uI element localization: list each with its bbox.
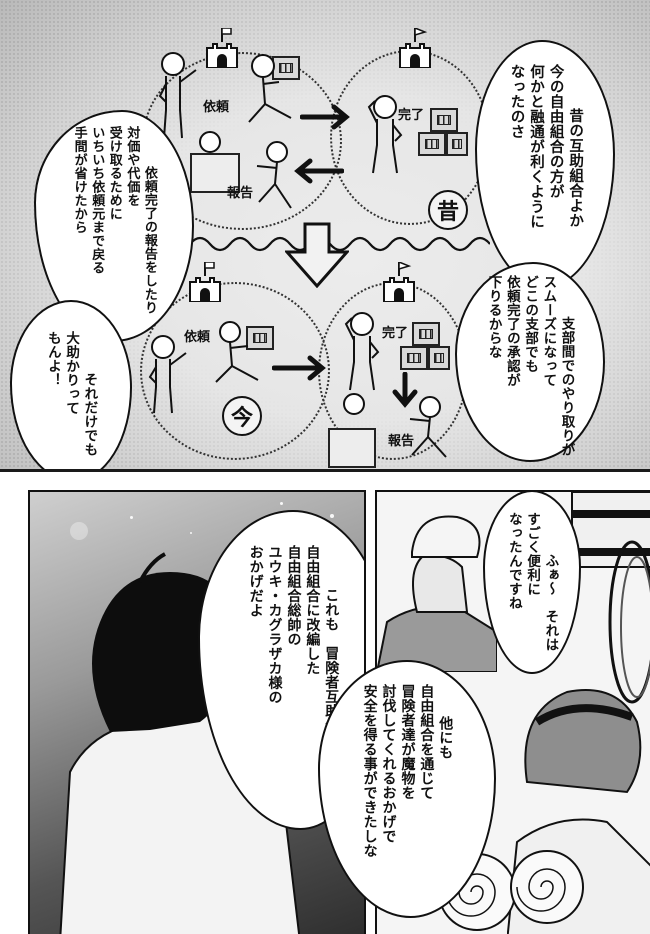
stick-figure-running-icon — [256, 141, 292, 209]
label-request-past: 依頼 — [203, 100, 230, 115]
sparkle — [190, 532, 192, 534]
arrow-right-icon — [300, 104, 350, 130]
stick-figure-pointing-icon — [148, 335, 187, 414]
crate-icon — [418, 132, 446, 156]
rope-coil-icon — [608, 540, 650, 704]
castle-icon — [383, 262, 415, 302]
speech-bubble-big-help: それだけでも大助かりってもんよ！ — [10, 300, 132, 469]
crate-icon — [430, 108, 458, 132]
sparkle — [280, 502, 283, 505]
era-badge-present: 今 — [222, 396, 262, 436]
sparkle — [330, 514, 334, 518]
stick-figure-cheering-icon — [344, 312, 380, 391]
bubble-text: これも 冒険者互助組合を自由組合に改編した自由組合総帥のユウキ・カグラザカ様のお… — [247, 545, 340, 762]
speech-bubble-convenient: ふぁ〜 それはすごく便利になったんですね — [483, 492, 581, 674]
sparkle — [130, 516, 133, 519]
speech-bubble-safety: 他にも自由組合を通じて冒険者達が魔物を討伐してくれるおかげで安全を得る事ができた… — [318, 660, 496, 918]
stick-figure-receptionist-icon — [199, 131, 221, 153]
crate-icon — [400, 346, 428, 370]
era-label-present: 今 — [230, 406, 253, 431]
speech-bubble-past-guild: 昔の互助組合よか今の自由組合の方が何かと融通が利くようになったのさ — [475, 40, 615, 288]
crate-icon — [246, 326, 274, 350]
character-man-knit-cap — [377, 515, 497, 672]
stick-figure-pointing-icon — [158, 52, 197, 139]
bubble-text: 他にも自由組合を通じて冒険者達が魔物を討伐してくれるおかげで安全を得る事ができた… — [361, 684, 454, 858]
arrow-down-icon — [392, 372, 418, 408]
bubble-text: 依頼完了の報告をしたり対価や代価を受け取るためにいちいち依頼元まで戻る手間が省け… — [71, 126, 157, 315]
label-complete-present: 完了 — [382, 326, 409, 341]
era-badge-past: 昔 — [428, 190, 468, 230]
top-panel-diagram: 依頼 報告 完了 依頼 完了 報告 昔 今 昔の互助組合よか今の自由組合の方が何… — [0, 0, 650, 472]
crate-icon — [428, 346, 450, 370]
castle-icon — [206, 28, 238, 68]
castle-icon — [399, 28, 431, 68]
bubble-text: 昔の互助組合よか今の自由組合の方が何かと融通が利くようになったのさ — [508, 64, 584, 229]
label-complete-past: 完了 — [398, 108, 425, 123]
era-label-past: 昔 — [436, 200, 459, 225]
arrow-left-icon — [294, 158, 344, 184]
label-report-past: 報告 — [227, 186, 254, 201]
crate-icon — [446, 132, 468, 156]
bottom-left-panel: これも 冒険者互助組合を自由組合に改編した自由組合総帥のユウキ・カグラザカ様のお… — [28, 490, 366, 934]
speech-bubble-branch-approval: 支部間でのやり取りがスムーズになってどこの支部でも依頼完了の承認が下りるからな — [455, 262, 605, 462]
bubble-text: それだけでも大助かりってもんよ！ — [44, 331, 98, 457]
label-report-present: 報告 — [388, 434, 415, 449]
reception-desk-icon — [328, 428, 376, 468]
arrow-right-icon — [272, 355, 326, 381]
stick-figure-receptionist-icon — [343, 393, 365, 415]
stick-figure-running-icon — [409, 396, 447, 458]
castle-icon — [189, 262, 221, 302]
bubble-text: 支部間でのやり取りがスムーズになってどこの支部でも依頼完了の承認が下りるからな — [485, 274, 575, 457]
crate-icon — [412, 322, 440, 346]
stick-figure-running-icon — [215, 321, 259, 383]
bokeh-light — [70, 522, 88, 540]
label-request-present: 依頼 — [184, 330, 211, 345]
stick-figure-running-icon — [248, 54, 292, 123]
stick-figure-cheering-icon — [367, 95, 403, 174]
big-down-arrow-icon — [285, 222, 349, 288]
rolled-blankets-icon — [438, 850, 584, 931]
reception-desk-icon — [190, 153, 240, 193]
bubble-text: ふぁ〜 それはすごく便利になったんですね — [505, 512, 559, 652]
